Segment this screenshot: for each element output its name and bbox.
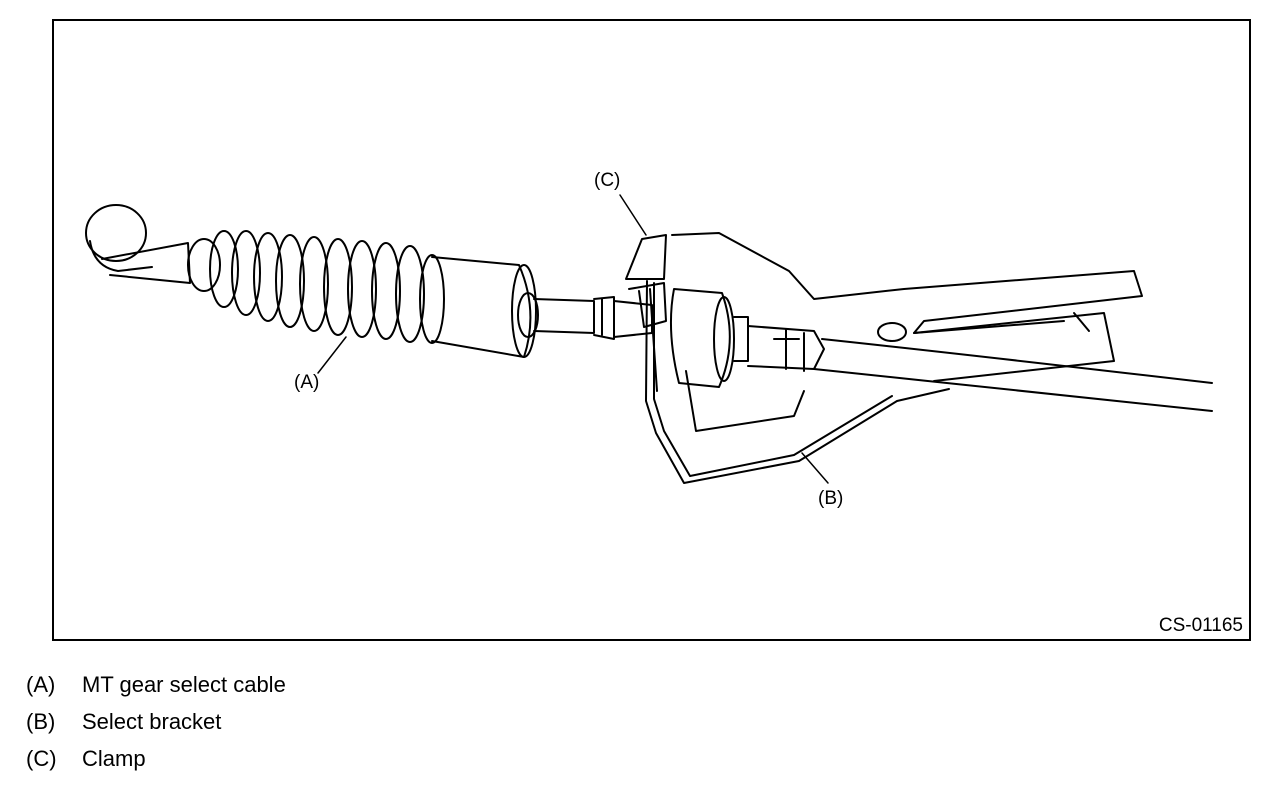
select-bracket-drawing bbox=[645, 232, 1143, 484]
callout-a: (A) bbox=[294, 372, 320, 393]
diagram-frame: (A) (B) (C) CS-01165 bbox=[52, 19, 1251, 641]
cable-bracket-illustration bbox=[85, 194, 1213, 484]
legend-key: (C) bbox=[26, 746, 57, 771]
figure-code: CS-01165 bbox=[1158, 615, 1243, 636]
legend-item-b: (B) Select bracket bbox=[26, 709, 286, 746]
cable-cylinder-drawing bbox=[419, 254, 537, 358]
legend: (A) MT gear select cable (B) Select brac… bbox=[26, 672, 286, 783]
legend-item-a: (A) MT gear select cable bbox=[26, 672, 286, 709]
callout-b: (B) bbox=[818, 488, 844, 509]
callout-c: (C) bbox=[594, 170, 621, 191]
legend-key: (B) bbox=[26, 709, 56, 734]
legend-text: Clamp bbox=[82, 746, 146, 771]
leader-line-a bbox=[317, 336, 347, 374]
legend-text: Select bracket bbox=[82, 709, 222, 734]
cable-boot-bellows-drawing bbox=[209, 230, 425, 343]
legend-text: MT gear select cable bbox=[82, 672, 286, 697]
cable-outer-drawing bbox=[813, 338, 1213, 412]
leader-line-b bbox=[801, 452, 829, 484]
leader-line-c bbox=[619, 194, 647, 236]
cable-ball-end-drawing bbox=[85, 204, 221, 292]
inner-rod-drawing bbox=[517, 292, 653, 340]
legend-item-c: (C) Clamp bbox=[26, 746, 286, 783]
leader-lines bbox=[317, 194, 829, 484]
cable-collar-drawing bbox=[669, 288, 825, 388]
legend-key: (A) bbox=[26, 672, 56, 697]
